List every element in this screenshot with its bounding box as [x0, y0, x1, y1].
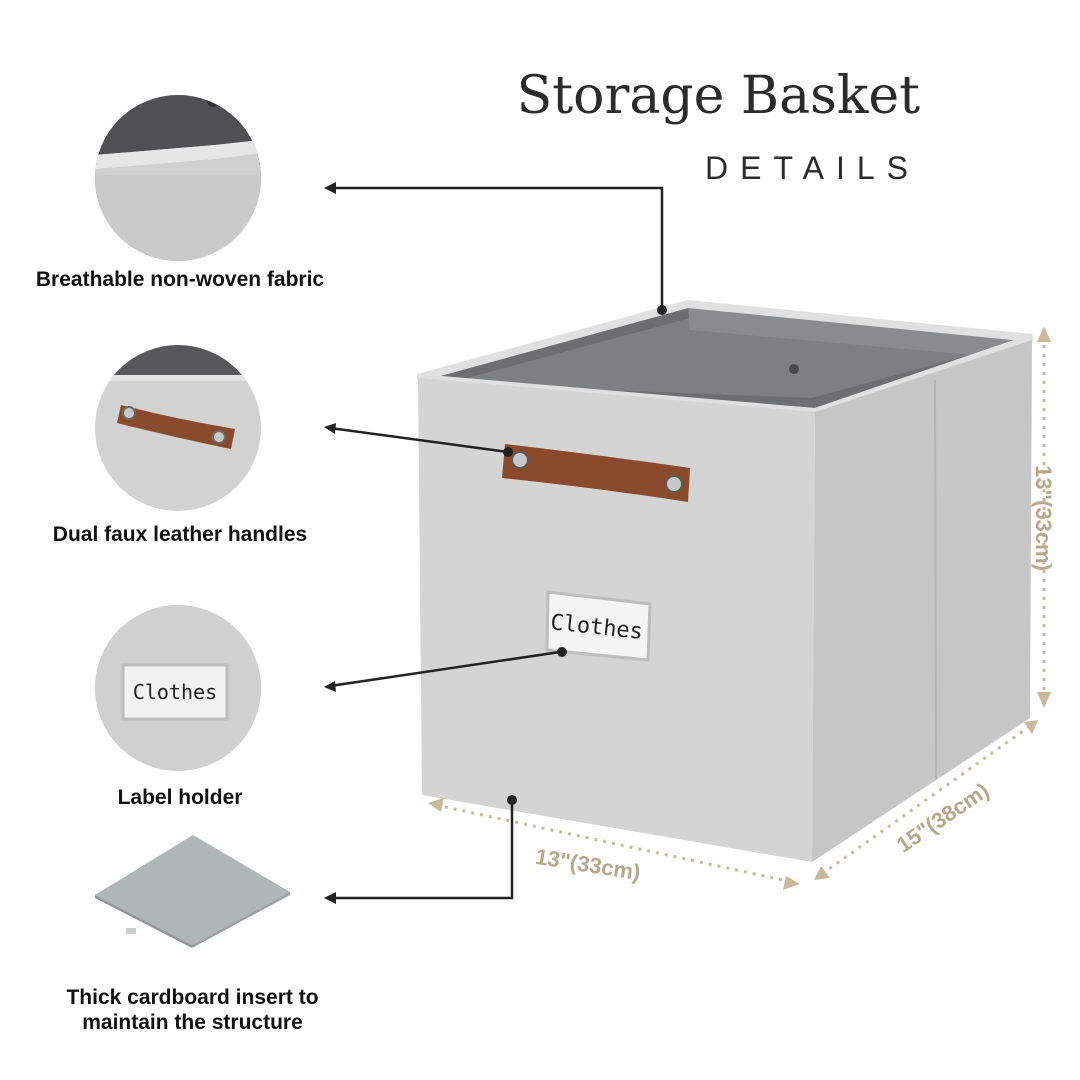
fabric-corner-icon	[95, 95, 261, 261]
circle-label-text: Clothes	[133, 680, 217, 704]
feature-caption-handles: Dual faux leather handles	[52, 523, 308, 546]
feature-caption-cardboard: Thick cardboard insert to maintain the s…	[66, 986, 319, 1035]
leather-handle-icon	[95, 345, 261, 511]
feature-caption-label-holder: Label holder	[117, 786, 243, 809]
label-holder-icon: Clothes	[95, 605, 261, 771]
dimension-height-label: 13"(33cm)	[1030, 465, 1056, 571]
page-subtitle: DETAILS	[705, 150, 920, 186]
page-title: Storage Basket	[516, 66, 920, 126]
feature-caption-fabric: Breathable non-woven fabric	[35, 268, 325, 291]
cardboard-insert-icon	[90, 830, 300, 950]
